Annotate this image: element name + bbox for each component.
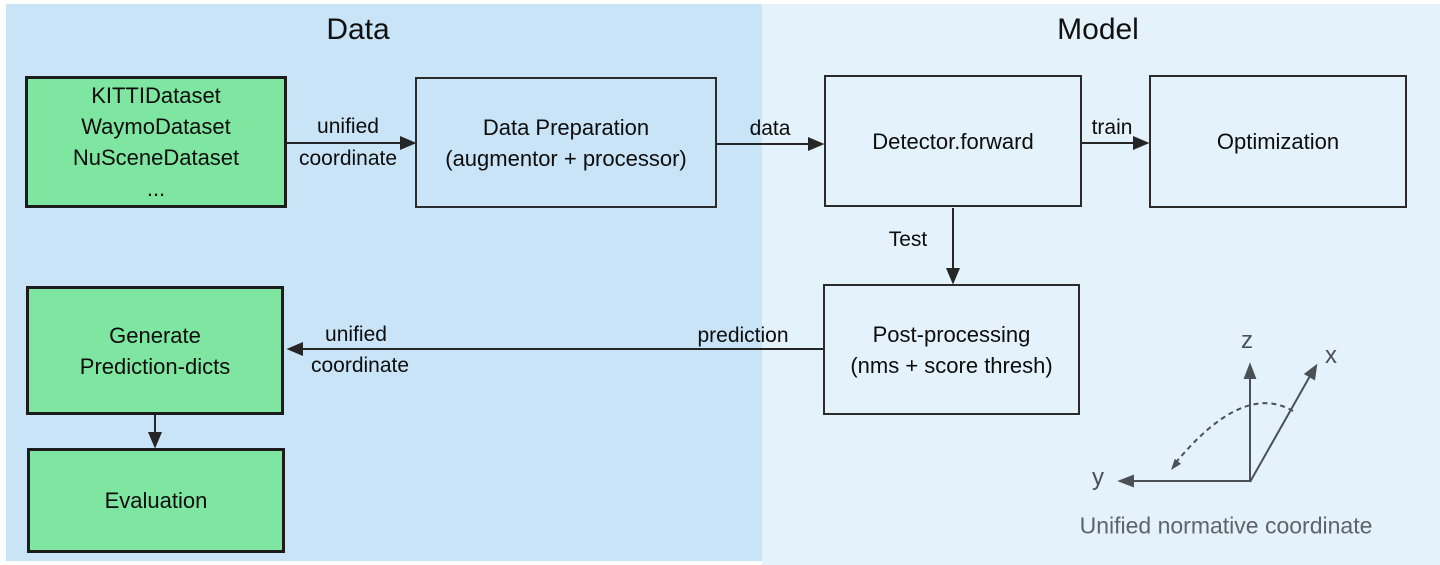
edge-label-prediction: prediction xyxy=(697,324,789,347)
evaluation-label: Evaluation xyxy=(104,488,208,513)
edge-label-unified-top: unified xyxy=(317,115,379,138)
edge-label-data: data xyxy=(749,117,791,140)
post-processing-line-2: (nms + score thresh) xyxy=(850,352,1053,378)
data-preparation-node: Data Preparation (augmentor + processor) xyxy=(415,77,717,208)
datasets-line-4: ... xyxy=(146,176,166,201)
post-processing-node: Post-processing (nms + score thresh) xyxy=(823,284,1080,415)
datasets-node: KITTIDataset WaymoDataset NuSceneDataset… xyxy=(25,76,287,208)
model-section-title: Model xyxy=(1057,13,1139,46)
coordinate-caption: Unified normative coordinate xyxy=(1079,512,1373,539)
data-section-title: Data xyxy=(326,13,390,46)
data-preparation-line-1: Data Preparation xyxy=(482,114,650,140)
generate-prediction-dicts-node: Generate Prediction-dicts xyxy=(26,286,284,415)
axis-label-x: x xyxy=(1325,342,1337,369)
edge-label-unified-bottom: unified xyxy=(325,323,387,346)
generate-line-1: Generate xyxy=(109,322,201,348)
evaluation-node: Evaluation xyxy=(27,448,285,553)
optimization-label: Optimization xyxy=(1216,129,1340,154)
datasets-line-1: KITTIDataset xyxy=(91,83,221,108)
edge-label-train: train xyxy=(1091,116,1133,139)
axis-label-z: z xyxy=(1241,327,1253,354)
axis-label-y: y xyxy=(1092,464,1104,491)
datasets-line-2: WaymoDataset xyxy=(81,114,231,139)
detector-forward-node: Detector.forward xyxy=(824,75,1082,207)
data-preparation-line-2: (augmentor + processor) xyxy=(445,145,687,171)
detector-forward-label: Detector.forward xyxy=(872,128,1034,154)
generate-line-2: Prediction-dicts xyxy=(79,353,231,379)
edge-label-test: Test xyxy=(888,228,928,251)
edge-label-coordinate-top: coordinate xyxy=(298,147,398,170)
post-processing-line-1: Post-processing xyxy=(872,321,1031,347)
datasets-line-3: NuSceneDataset xyxy=(72,145,240,170)
edge-label-coordinate-bottom: coordinate xyxy=(310,354,410,377)
optimization-node: Optimization xyxy=(1149,75,1407,208)
